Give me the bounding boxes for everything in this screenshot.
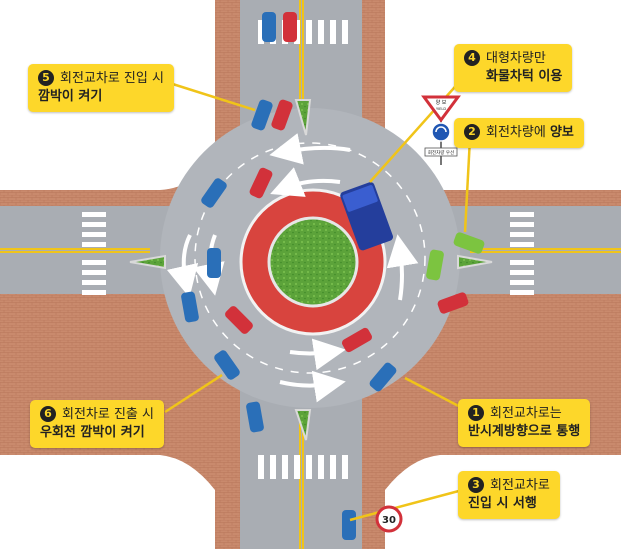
car-green [426,249,444,281]
car-red [225,306,253,334]
car-green [453,232,485,254]
car-red [283,12,297,42]
speed-limit-sign: 30 [375,505,403,533]
priority-plate-text: 회전차량 우선 [428,149,454,156]
callout-6-line2: 우회전 깜박이 켜기 [40,425,145,440]
car-blue [262,12,276,42]
callout-3-line2: 진입 시 서행 [468,496,537,511]
car-blue [369,362,397,392]
callout-4: 4 대형차량만 화물차턱 이용 [454,44,573,92]
callout-2-bold: 양보 [549,125,574,140]
car-red [271,99,293,131]
speed-limit-value: 30 [382,515,396,526]
car-red [341,327,373,353]
callout-3: 3 회전교차로 진입 시 서행 [458,471,560,519]
vehicles [181,12,485,540]
callout-1-line1: 회전교차로는 [490,406,562,421]
callout-4-line2: 화물차턱 이용 [486,69,563,84]
car-red [437,292,469,314]
roundabout-icon [435,126,447,133]
yield-sign-text: 양 보 [436,99,447,106]
callout-3-line1: 회전교차로 [490,478,550,493]
callout-2: 2 회전차량에 양보 [454,118,584,148]
car-red [249,167,273,199]
car-blue [214,350,240,380]
callout-5-line1: 회전교차로 진입 시 [60,71,164,86]
splitter-islands [129,99,493,441]
car-blue [342,510,356,540]
callout-1-line2: 반시계방향으로 통행 [468,424,581,439]
callout-2-text: 회전차량에 [486,125,550,140]
callout-5: 5 회전교차로 진입 시 깜박이 켜기 [28,64,174,112]
callout-6-line1: 회전차로 진출 시 [62,407,154,422]
callout-1: 1 회전교차로는 반시계방향으로 통행 [458,399,591,447]
car-blue [181,291,199,323]
callout-5-line2: 깜박이 켜기 [38,89,103,104]
callout-5-number: 5 [38,70,54,86]
leader-lines [159,69,472,522]
car-blue [201,178,227,208]
yield-sign-sub: YIELD [436,107,446,111]
callout-3-number: 3 [468,477,484,493]
central-island [239,188,387,336]
car-blue [246,401,264,433]
yield-sign: 양 보 YIELD 회전차량 우선 [421,95,461,165]
callout-6-number: 6 [40,406,56,422]
car-blue [207,248,221,278]
callout-1-number: 1 [468,405,484,421]
callout-4-number: 4 [464,50,480,66]
truck [340,182,394,251]
callout-2-number: 2 [464,124,480,140]
callout-4-line1: 대형차량만 [486,51,546,66]
car-blue [251,99,273,131]
callout-6: 6 회전차로 진출 시 우회전 깜박이 켜기 [30,400,164,448]
